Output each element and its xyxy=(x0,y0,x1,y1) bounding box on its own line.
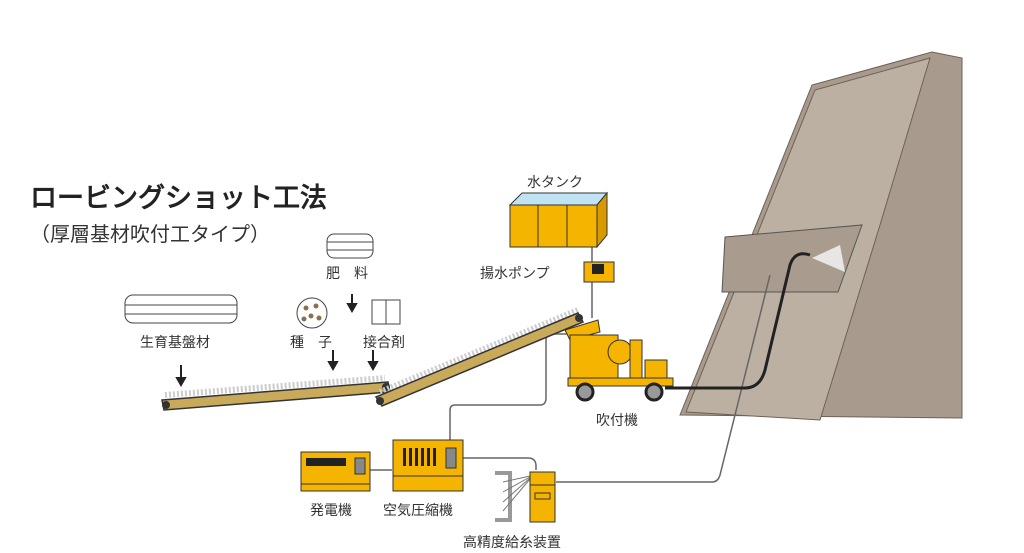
slope-cliff xyxy=(679,51,963,421)
label-base-material: 生育基盤材 xyxy=(140,335,210,351)
label-seed: 種 子 xyxy=(290,335,332,351)
label-sprayer: 吹付機 xyxy=(596,413,638,429)
arrows xyxy=(175,294,379,388)
air-compressor xyxy=(392,439,464,492)
binder-bag-icon xyxy=(371,299,401,325)
label-compressor: 空気圧縮機 xyxy=(383,503,453,519)
label-fiber-feeder: 高精度給糸装置 xyxy=(463,535,561,551)
label-generator: 発電機 xyxy=(310,503,352,519)
conveyor-2 xyxy=(374,307,585,407)
seed-icon xyxy=(296,297,328,329)
page-title: ロービングショット工法 xyxy=(30,183,327,214)
label-fertilizer: 肥 料 xyxy=(326,266,368,282)
fertilizer-bags xyxy=(326,233,374,259)
spray-hose xyxy=(665,252,811,390)
generator xyxy=(300,451,371,492)
spray-mist xyxy=(812,245,845,272)
base-material-bags xyxy=(124,294,238,324)
label-binder: 接合剤 xyxy=(363,335,405,351)
label-water-tank: 水タンク xyxy=(527,175,583,191)
page-subtitle: （厚層基材吹付工タイプ） xyxy=(30,222,270,246)
pump xyxy=(583,261,615,283)
water-tank xyxy=(508,191,609,249)
sprayer-machine xyxy=(564,319,674,402)
label-pump: 揚水ポンプ xyxy=(480,266,550,282)
fiber-feeder xyxy=(495,471,556,523)
conveyor-1 xyxy=(161,375,391,411)
